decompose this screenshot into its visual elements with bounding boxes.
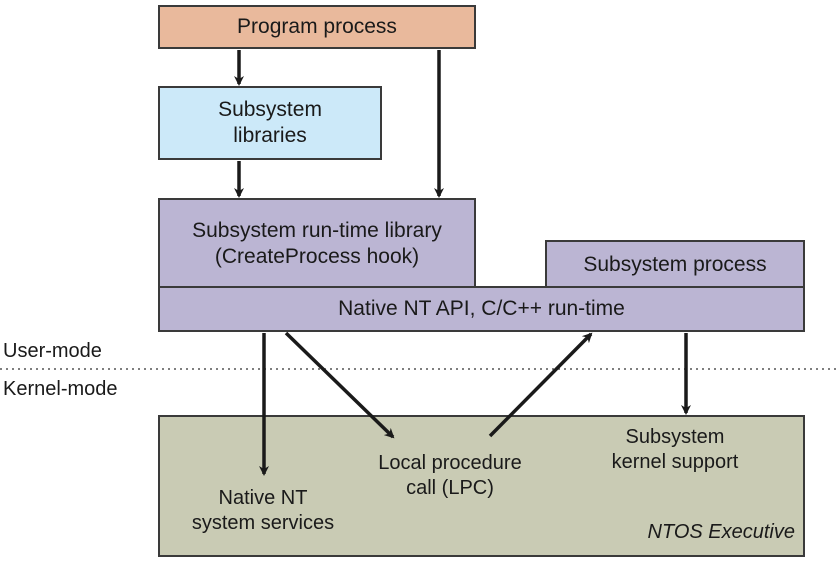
lpc-line2: call (LPC) (406, 477, 494, 499)
subsystem-libraries-label-line2: libraries (233, 124, 307, 147)
kernel-mode-label: Kernel-mode (3, 378, 118, 400)
arrow-lpc-to-api (488, 332, 593, 438)
native-api-box: Native NT API, C/C++ run-time (158, 286, 805, 332)
program-process-label: Program process (237, 15, 397, 38)
subsystem-process-box: Subsystem process (545, 240, 805, 290)
kernel-support-label: Subsystem kernel support (590, 425, 760, 475)
lpc-line1: Local procedure (378, 452, 522, 474)
runtime-library-label-line1: Subsystem run-time library (192, 219, 442, 242)
lpc-label: Local procedure call (LPC) (350, 451, 550, 501)
native-services-line2: system services (191, 512, 335, 534)
subsystem-libraries-label-line1: Subsystem (218, 98, 322, 121)
subsystem-libraries-box: Subsystem libraries (158, 86, 382, 160)
runtime-library-label-line2: (CreateProcess hook) (214, 245, 420, 268)
kernel-support-line2: kernel support (611, 451, 739, 473)
ntos-executive-box (158, 415, 805, 557)
ntos-executive-label: NTOS Executive (647, 521, 795, 543)
kernel-support-line1: Subsystem (625, 426, 725, 448)
arrow-api-to-lpc (284, 331, 395, 439)
native-api-label: Native NT API, C/C++ run-time (338, 297, 625, 320)
subsystem-process-label: Subsystem process (583, 253, 767, 276)
native-services-line1: Native NT (218, 487, 308, 509)
program-process-box: Program process (158, 5, 476, 49)
native-services-label: Native NT system services (168, 486, 358, 536)
user-mode-label: User-mode (3, 340, 102, 362)
